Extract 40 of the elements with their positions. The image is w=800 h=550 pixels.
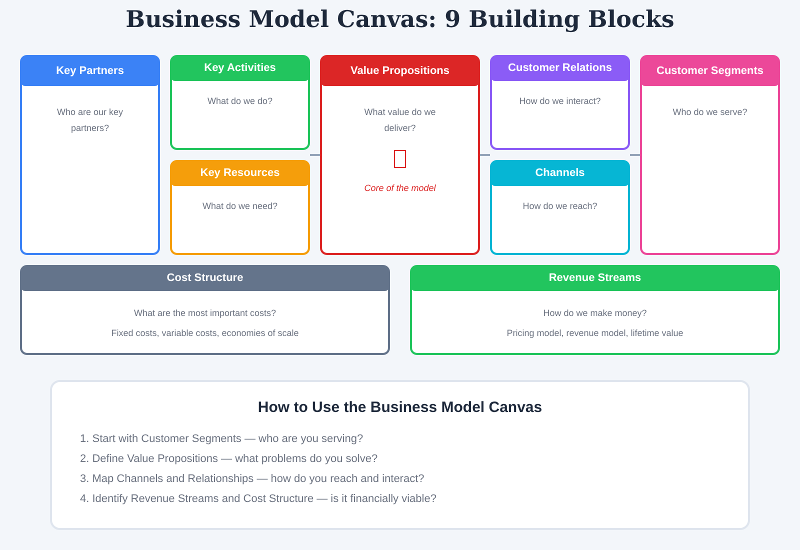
canvas-block	[490, 160, 630, 255]
instruction-step: 1. Start with Customer Segments — who are you serving?	[80, 432, 748, 446]
block-header: Channels	[491, 161, 629, 186]
canvas-block	[320, 55, 480, 255]
block-question: Who do we serve?	[672, 106, 748, 119]
block-header: Key Partners	[21, 56, 159, 86]
block-question: What do we do?	[206, 95, 274, 108]
canvas-block	[490, 55, 630, 150]
panel-heading: How to Use the Business Model Canvas	[256, 399, 544, 416]
block-question: How do we interact?	[518, 95, 602, 108]
canvas-block	[20, 55, 160, 255]
block-header: Value Propositions	[321, 56, 479, 86]
connector-line	[630, 154, 640, 156]
block-question: What are the most important costs?	[132, 307, 278, 320]
instruction-step: 3. Map Channels and Relationships — how do you reach and interact?	[80, 472, 748, 486]
canvas-block	[410, 265, 780, 355]
canvas-block	[20, 265, 390, 355]
instruction-step: 4. Identify Revenue Streams and Cost Structure — is it financially viable?	[80, 492, 748, 506]
block-header: Cost Structure	[21, 266, 389, 291]
block-question: How do we make money?	[542, 307, 648, 320]
block-header: Revenue Streams	[411, 266, 779, 291]
title: Business Model Canvas: 9 Building Blocks	[124, 6, 676, 33]
block-question: Who are our key partners?	[56, 106, 124, 135]
connector-line	[310, 154, 320, 156]
canvas-block	[170, 160, 310, 255]
instructions-panel	[50, 380, 750, 530]
connector-line	[480, 154, 490, 156]
block-note: Pricing model, revenue model, lifetime value	[506, 327, 684, 340]
canvas-block	[170, 55, 310, 150]
canvas-block	[640, 55, 780, 255]
block-header: Customer Segments	[641, 56, 779, 86]
instruction-step: 2. Define Value Propositions — what problems do you solve?	[80, 452, 748, 466]
block-header: Customer Relations	[491, 56, 629, 81]
block-header: Key Activities	[171, 56, 309, 81]
block-question: How do we reach?	[522, 200, 598, 213]
block-question: What do we need?	[201, 200, 279, 213]
block-header: Key Resources	[171, 161, 309, 186]
block-note: Fixed costs, variable costs, economies of scale	[110, 327, 300, 340]
block-question: What value do we deliver?	[363, 106, 437, 135]
block-note: Core of the model	[363, 182, 437, 195]
